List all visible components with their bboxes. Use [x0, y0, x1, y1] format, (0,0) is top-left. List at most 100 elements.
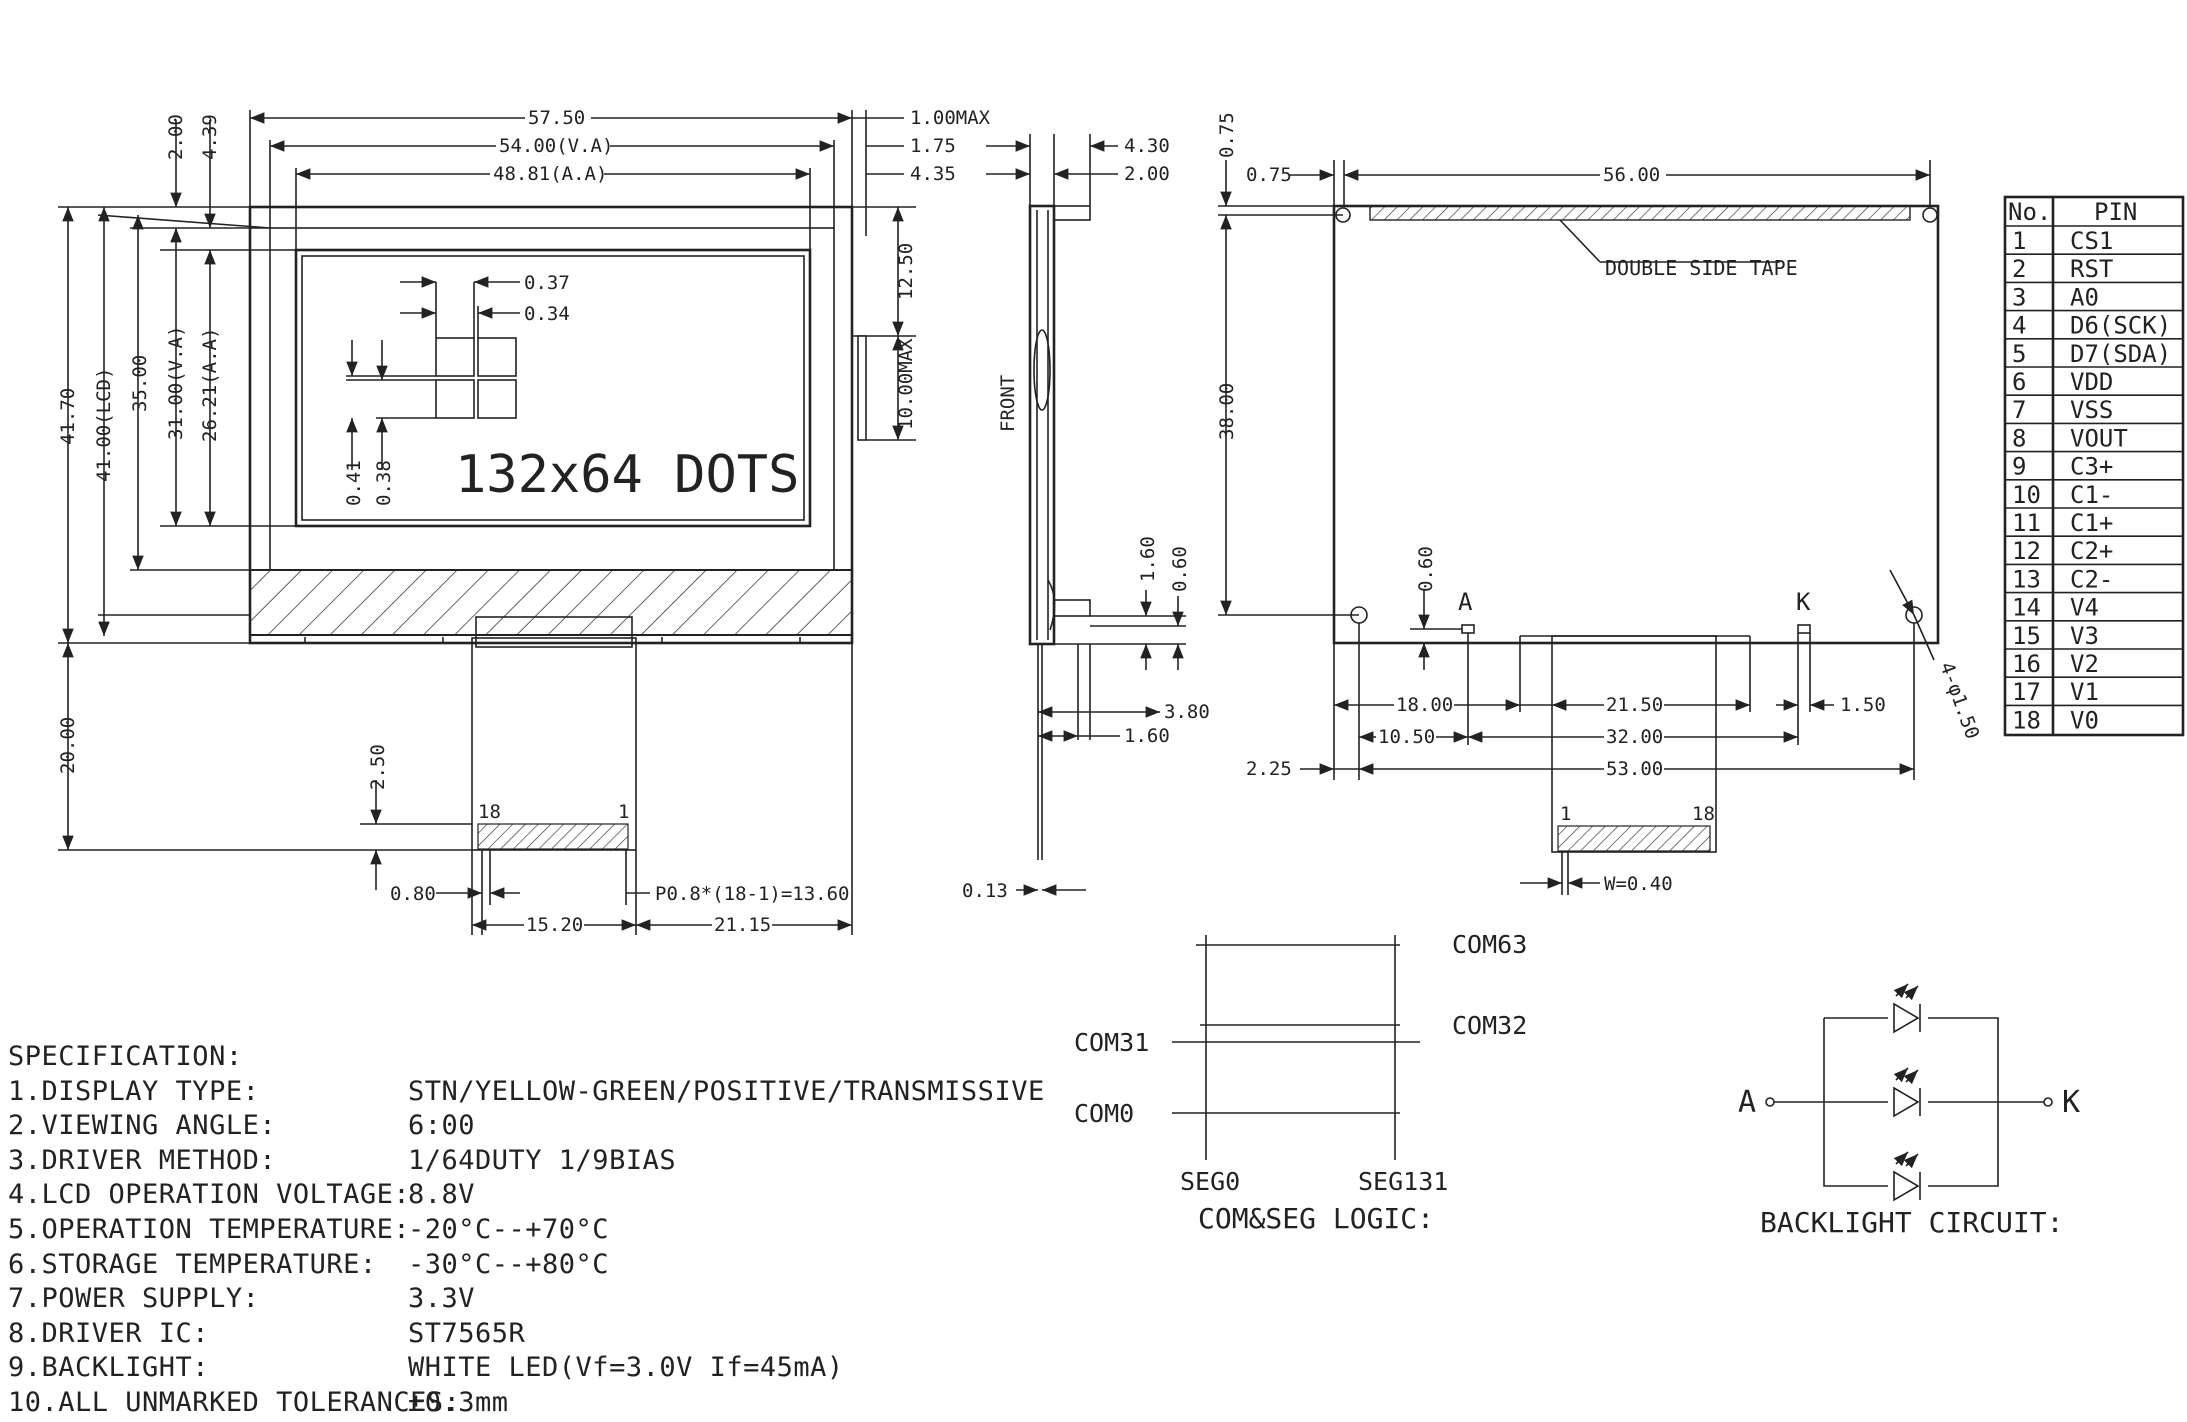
spec-item: 3.DRIVER METHOD: 1/64DUTY 1/9BIAS	[8, 1144, 1108, 1179]
seg0-label: SEG0	[1180, 1167, 1240, 1196]
dim-width-va: 54.00(V.A)	[499, 135, 613, 157]
seg131-label: SEG131	[1358, 1167, 1448, 1196]
pin-name: V2	[2070, 650, 2099, 678]
com-seg-logic: COM63 COM32 COM31 COM0 SEG0 SEG131 COM&S…	[1074, 930, 1527, 1235]
spec-value: ST7565R	[408, 1317, 526, 1349]
pin-number: 17	[2012, 678, 2041, 706]
side-view: FRONT 4.30 2.00 1.60 0.60 3.80 1.60 0.13	[962, 134, 1210, 902]
spec-value: STN/YELLOW-GREEN/POSITIVE/TRANSMISSIVE	[408, 1075, 1045, 1107]
dim-height-va: 31.00(V.A)	[165, 326, 187, 440]
spec-value: 3.3V	[408, 1283, 476, 1315]
spec-value: -20°C--+70°C	[408, 1213, 610, 1245]
spec-title: SPECIFICATION:	[8, 1041, 243, 1072]
dim-thickness-max: 1.00MAX	[910, 107, 991, 129]
spec-value: -30°C--+80°C	[408, 1248, 610, 1280]
fpc-cable	[471, 637, 637, 851]
pin-name: V3	[2070, 622, 2099, 650]
spec-value: 8.8V	[408, 1179, 476, 1211]
dim-right-1250: 12.50	[895, 243, 917, 300]
dim-back-top-075: 0.75	[1216, 112, 1238, 158]
led-1	[1888, 983, 1928, 1034]
pin-number: 16	[2012, 650, 2041, 678]
pin-number: 9	[2012, 453, 2026, 481]
spec-item: 4.LCD OPERATION VOLTAGE:8.8V	[8, 1178, 1108, 1213]
dim-back-060: 0.60	[1415, 546, 1437, 592]
dim-side-060: 0.60	[1169, 546, 1191, 592]
spec-value: ±0.3mm	[408, 1386, 509, 1418]
led-2	[1888, 1067, 1928, 1118]
spec-key: 1.DISPLAY TYPE:	[8, 1075, 260, 1107]
spec-list: 1.DISPLAY TYPE: STN/YELLOW-GREEN/POSITIVE…	[8, 1075, 1108, 1421]
pin-number: 4	[2012, 312, 2026, 340]
pin-table-header-no: No.	[2008, 198, 2051, 226]
spec-item: 10.ALL UNMARKED TOLERANCES:±0.3mm	[8, 1386, 1108, 1421]
double-side-tape	[1369, 205, 1911, 221]
led-3	[1888, 1151, 1928, 1202]
pin-table-header-pin: PIN	[2094, 198, 2137, 226]
spec-key: 3.DRIVER METHOD:	[8, 1144, 277, 1176]
dim-offset-435: 4.35	[910, 163, 956, 185]
fpc-contacts	[477, 823, 629, 850]
front-view: 18 1 132x64 DOTS 57.50 54.00(V.A) 48.81(…	[57, 104, 991, 936]
pin-name: V1	[2070, 678, 2099, 706]
backlight-anode-label: A	[1738, 1085, 1756, 1120]
pin-name: V0	[2070, 706, 2099, 734]
dim-back-225: 2.25	[1246, 758, 1292, 780]
com0-label: COM0	[1074, 1099, 1134, 1128]
dim-fpc-width: 15.20	[526, 914, 583, 936]
dim-fpc-offset: 21.15	[714, 914, 771, 936]
pin-name: CS1	[2070, 227, 2113, 255]
pin-number: 8	[2012, 424, 2026, 452]
backlight-title: BACKLIGHT CIRCUIT:	[1760, 1206, 2063, 1239]
pin-number: 11	[2012, 509, 2041, 537]
pin-name: VOUT	[2070, 424, 2128, 452]
spec-value: WHITE LED(Vf=3.0V If=45mA)	[408, 1352, 844, 1384]
dim-height-lcd: 41.00(LCD)	[93, 368, 115, 482]
spec-value: 1/64DUTY 1/9BIAS	[408, 1144, 677, 1176]
dim-fpc-080: 0.80	[390, 883, 436, 905]
spec-key: 2.VIEWING ANGLE:	[8, 1110, 277, 1142]
dim-side-013: 0.13	[962, 880, 1008, 902]
spec-key: 7.POWER SUPPLY:	[8, 1283, 260, 1315]
pin-number: 2	[2012, 255, 2026, 283]
back-fpc-cable	[1551, 635, 1717, 853]
dim-side-200: 2.00	[1124, 163, 1170, 185]
spec-item: 8.DRIVER IC: ST7565R	[8, 1317, 1108, 1352]
spec-key: 6.STORAGE TEMPERATURE:	[8, 1248, 377, 1280]
spec-key: 10.ALL UNMARKED TOLERANCES:	[8, 1386, 461, 1418]
spec-key: 9.BACKLIGHT:	[8, 1352, 210, 1384]
dim-fpc-contact: 2.50	[367, 744, 389, 790]
dim-right-10max: 10.00MAX	[895, 338, 917, 430]
dim-width-aa: 48.81(A.A)	[493, 163, 607, 185]
tape-label: DOUBLE SIDE TAPE	[1605, 256, 1798, 280]
dim-height-3500: 35.00	[129, 355, 151, 412]
back-cathode-label: K	[1796, 588, 1811, 616]
spec-key: 8.DRIVER IC:	[8, 1317, 210, 1349]
pin-number: 3	[2012, 283, 2026, 311]
back-fpc-pin-last: 18	[1692, 803, 1715, 825]
dim-back-left-075: 0.75	[1246, 164, 1292, 186]
dim-pixel-size-034: 0.34	[524, 303, 570, 325]
hole-label: 4-φ1.50	[1935, 659, 1983, 742]
pin-name: C2+	[2070, 537, 2113, 565]
spec-item: 9.BACKLIGHT: WHITE LED(Vf=3.0V If=45mA)	[8, 1351, 1108, 1386]
back-anode-label: A	[1458, 588, 1473, 616]
dim-side-380: 3.80	[1164, 701, 1210, 723]
dim-pixel-038: 0.38	[373, 460, 395, 506]
com-seg-title: COM&SEG LOGIC:	[1198, 1202, 1434, 1235]
active-area	[294, 248, 812, 528]
dim-pixel-pitch-037: 0.37	[524, 272, 570, 294]
dim-back-3200: 32.00	[1606, 726, 1663, 748]
dim-fpc-pitch: P0.8*(18-1)=13.60	[655, 883, 849, 905]
pin-name: RST	[2070, 255, 2113, 283]
dim-top-439: 4.39	[199, 114, 221, 160]
dim-back-5600: 56.00	[1603, 164, 1660, 186]
pin-name: VSS	[2070, 396, 2113, 424]
pin-number: 10	[2012, 481, 2041, 509]
dim-offset-175: 1.75	[910, 135, 956, 157]
pin-name: C3+	[2070, 453, 2113, 481]
fpc-pin-first-label: 18	[478, 801, 501, 823]
pin-number: 5	[2012, 340, 2026, 368]
spec-item: 6.STORAGE TEMPERATURE: -30°C--+80°C	[8, 1248, 1108, 1283]
